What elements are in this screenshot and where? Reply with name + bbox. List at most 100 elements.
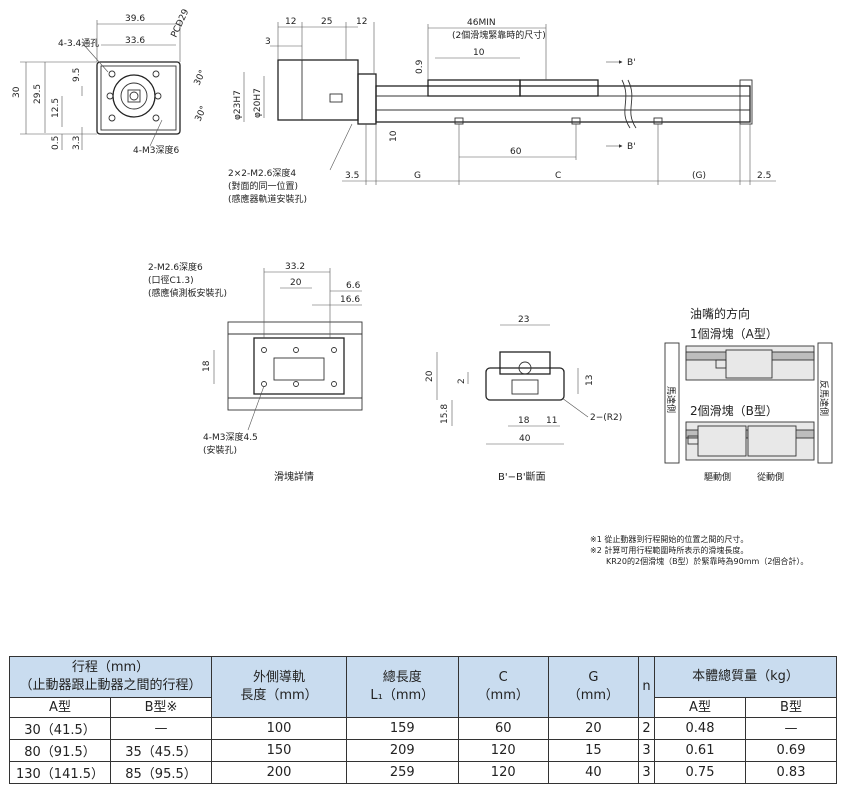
section-mark-top: B' — [627, 58, 636, 68]
dim-18s: 18 — [518, 416, 530, 426]
cell: 20 — [547, 717, 639, 740]
header-c: C （mm） — [457, 656, 549, 718]
cell: 100 — [211, 717, 347, 740]
dim-angle-2: 30° — [194, 105, 210, 124]
mass-b-type: B型 — [745, 697, 837, 718]
header-rail-1: 外側導軌 — [252, 670, 305, 685]
oil-anti-motor-side: 反馬達側 — [818, 380, 830, 416]
section-view: 23 40 18 11 20 2 13 15.8 2−(R2) B'−B'斷面 — [425, 315, 622, 483]
dim-10: 10 — [473, 48, 485, 58]
header-g: G （mm） — [547, 656, 639, 718]
footnote-3: KR20的2個滑塊（B型）於緊靠時為90mm（2個合計）。 — [590, 557, 809, 566]
header-mass: 本體總質量（kg） — [654, 656, 837, 698]
header-g-2: （mm） — [567, 688, 620, 703]
header-g-1: G — [588, 670, 599, 685]
cell: 30（41.5） — [9, 717, 111, 740]
sensor-note-2: (對面的同一位置) — [228, 180, 298, 192]
cell: 3 — [637, 761, 656, 784]
dim-h2: 29.5 — [33, 84, 43, 104]
cell: 0.61 — [654, 739, 746, 762]
dim-12b: 12 — [356, 17, 367, 27]
dim-23: 23 — [518, 315, 529, 325]
sub-b-type: B型※ — [110, 697, 212, 718]
cell: 150 — [211, 739, 347, 762]
slider-label-1: 2-M2.6深度6 — [148, 261, 203, 273]
cell: 40 — [547, 761, 639, 784]
header-total-2: L₁（mm） — [370, 688, 435, 703]
dim-3-5: 3.5 — [345, 171, 359, 181]
header-c-2: （mm） — [477, 688, 529, 703]
cell: 120 — [457, 739, 549, 762]
dim-16-6: 16.6 — [340, 295, 360, 305]
header-stroke-text: 行程（mm） — [71, 660, 150, 675]
cell: 15 — [547, 739, 639, 762]
dim-2: 2 — [457, 378, 467, 384]
header-n: n — [637, 656, 656, 718]
oil-b-label: 2個滑塊（B型） — [690, 403, 778, 418]
cell: 259 — [345, 761, 459, 784]
header-total: 總長度 L₁（mm） — [345, 656, 459, 718]
subheader-row: A型 B型※ A型 B型 — [9, 697, 837, 718]
dim-6-6: 6.6 — [346, 281, 361, 291]
cell: 35（45.5） — [110, 739, 212, 762]
header-total-1: 總長度 — [382, 670, 422, 685]
slider-caption: 滑塊詳情 — [274, 470, 314, 483]
dim-h6: 3.3 — [72, 136, 82, 150]
dim-15-8: 15.8 — [440, 404, 450, 424]
slider-detail: 33.2 20 6.6 16.6 18 2-M2.6深度6 (口徑C1.3) (… — [148, 261, 363, 483]
footnote-2: ※2 計算可用行程範圍時所表示的滑塊長度。 — [590, 546, 749, 555]
label-through-hole: 4-3.4通孔 — [58, 38, 99, 49]
cell: 60 — [457, 717, 549, 740]
cell: 0.69 — [745, 739, 837, 762]
dim-3: 3 — [265, 37, 271, 47]
slider-label-2: (口徑C1.3) — [148, 274, 194, 286]
cell: 85（95.5） — [110, 761, 212, 784]
dim-w1: 39.6 — [125, 14, 145, 24]
header-stroke: 行程（mm） （止動器跟止動器之間的行程） — [9, 656, 212, 698]
cell: 80（91.5） — [9, 739, 111, 762]
dim-09: 0.9 — [415, 59, 425, 74]
sub-a-type: A型 — [9, 697, 111, 718]
dim-10v: 10 — [389, 130, 399, 142]
cell: 0.48 — [654, 717, 746, 740]
cell: 2 — [637, 717, 656, 740]
dim-w2: 33.6 — [125, 36, 145, 46]
cell: 159 — [345, 717, 459, 740]
slider-bottom-2: (安裝孔) — [203, 444, 237, 456]
mass-a-type: A型 — [654, 697, 746, 718]
slider-label-3: (感應偵測板安裝孔) — [148, 287, 227, 299]
table-row: 130（141.5） 85（95.5） 200 259 120 40 3 0.7… — [9, 761, 837, 784]
dim-46min: 46MIN — [467, 18, 496, 28]
cell: 0.75 — [654, 761, 746, 784]
dim-g-left: G — [414, 171, 421, 181]
cell: 130（141.5） — [9, 761, 111, 784]
oil-drive: 驅動側 — [704, 471, 731, 483]
header-rail: 外側導軌 長度（mm） — [211, 656, 347, 718]
dim-g-right: (G) — [692, 171, 706, 181]
dim-h4: 12.5 — [51, 98, 61, 118]
cell: 120 — [457, 761, 549, 784]
dim-25: 25 — [321, 17, 332, 27]
section-caption: B'−B'斷面 — [498, 470, 546, 483]
cell: 200 — [211, 761, 347, 784]
dim-dia-20: φ20H7 — [253, 88, 263, 118]
oil-driven: 從動側 — [757, 471, 784, 483]
dim-pcd: PCD29 — [170, 8, 192, 40]
technical-drawing: 39.6 33.6 PCD29 30° 30° 4-3.4通孔 4-M3深度6 … — [12, 8, 833, 483]
section-mark-bottom: B' — [627, 142, 636, 152]
spec-table: 行程（mm） （止動器跟止動器之間的行程） 外側導軌 長度（mm） 總長度 L₁… — [9, 656, 837, 784]
footnote-1: ※1 從止動器到行程開始的位置之間的尺寸。 — [590, 535, 749, 544]
dim-40: 40 — [519, 434, 531, 444]
dim-11: 11 — [546, 416, 557, 426]
sensor-note-1: 2×2-M2.6深度4 — [228, 167, 296, 179]
slider-bottom-1: 4-M3深度4.5 — [203, 431, 258, 443]
cell: — — [745, 717, 837, 740]
oil-title: 油嘴的方向 — [690, 306, 750, 321]
header-row: 行程（mm） （止動器跟止動器之間的行程） 外側導軌 長度（mm） 總長度 L₁… — [9, 656, 837, 718]
dim-13: 13 — [585, 375, 595, 386]
header-rail-2: 長度（mm） — [240, 688, 318, 703]
dim-h1: 30 — [12, 86, 22, 98]
cell: 209 — [345, 739, 459, 762]
footnotes: ※1 從止動器到行程開始的位置之間的尺寸。 ※2 計算可用行程範圍時所表示的滑塊… — [590, 534, 846, 567]
oil-nipple-view: 油嘴的方向 1個滑塊（A型） 馬達側 反馬達側 2個滑塊（B型） 驅動側 從動側 — [664, 306, 833, 483]
